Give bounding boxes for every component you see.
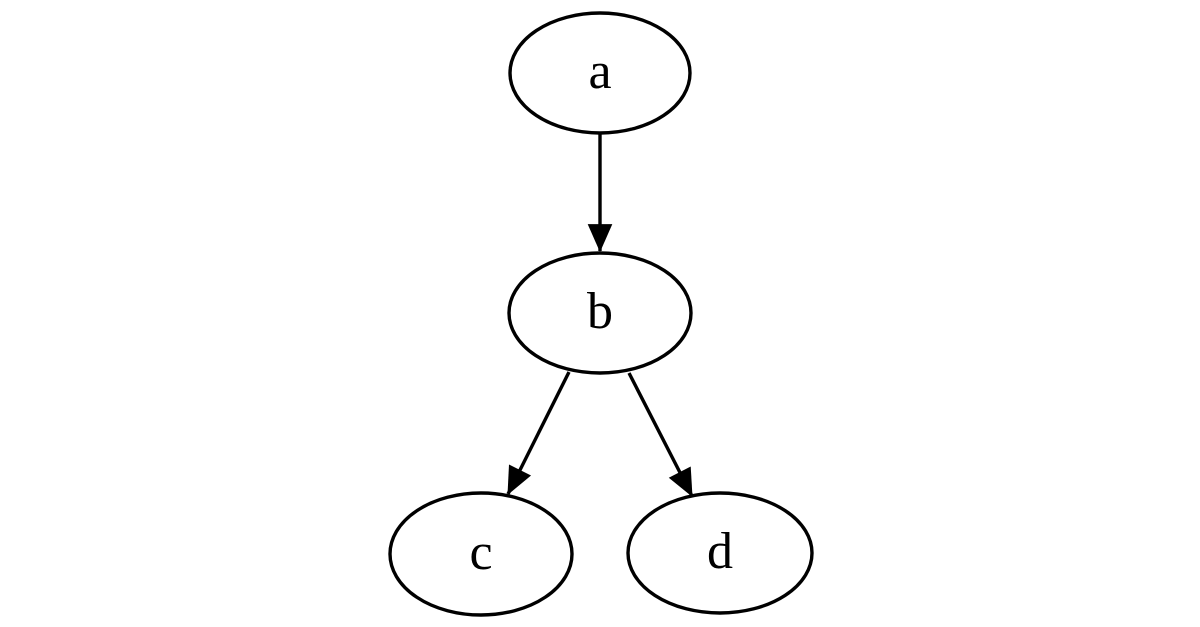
node-c: c [388, 491, 574, 617]
node-d: d [626, 491, 814, 615]
node-b-ellipse [507, 251, 693, 375]
node-c-label: c [469, 524, 492, 581]
node-a: a [508, 11, 692, 135]
edge-b-c [506, 371, 571, 496]
edge-line-b-d [627, 372, 694, 497]
node-b-label: b [587, 283, 613, 340]
node-c-ellipse [388, 491, 574, 617]
node-d-label: d [707, 523, 733, 580]
node-d-ellipse [626, 491, 814, 615]
edge-line-b-c [506, 371, 571, 496]
node-a-label: a [588, 43, 611, 100]
edge-b-d [627, 372, 694, 497]
node-a-ellipse [508, 11, 692, 135]
node-b: b [507, 251, 693, 375]
